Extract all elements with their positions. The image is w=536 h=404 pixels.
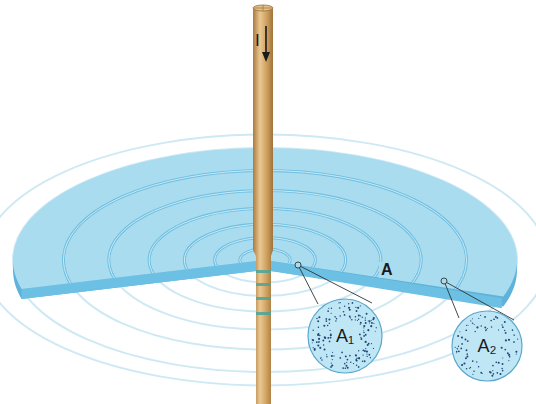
field-band xyxy=(256,270,271,273)
inset-circle: A₂ xyxy=(451,310,523,382)
current-arrow xyxy=(262,26,270,62)
field-band xyxy=(256,297,271,300)
field-band xyxy=(256,312,271,315)
wire xyxy=(253,5,273,404)
current-label: I xyxy=(255,32,260,49)
area-label: A xyxy=(379,262,395,278)
inset-circle: A₁ xyxy=(307,298,383,374)
inset-label: A₂ xyxy=(478,336,497,357)
inset-label: A₁ xyxy=(336,326,354,347)
field-band xyxy=(256,283,271,286)
